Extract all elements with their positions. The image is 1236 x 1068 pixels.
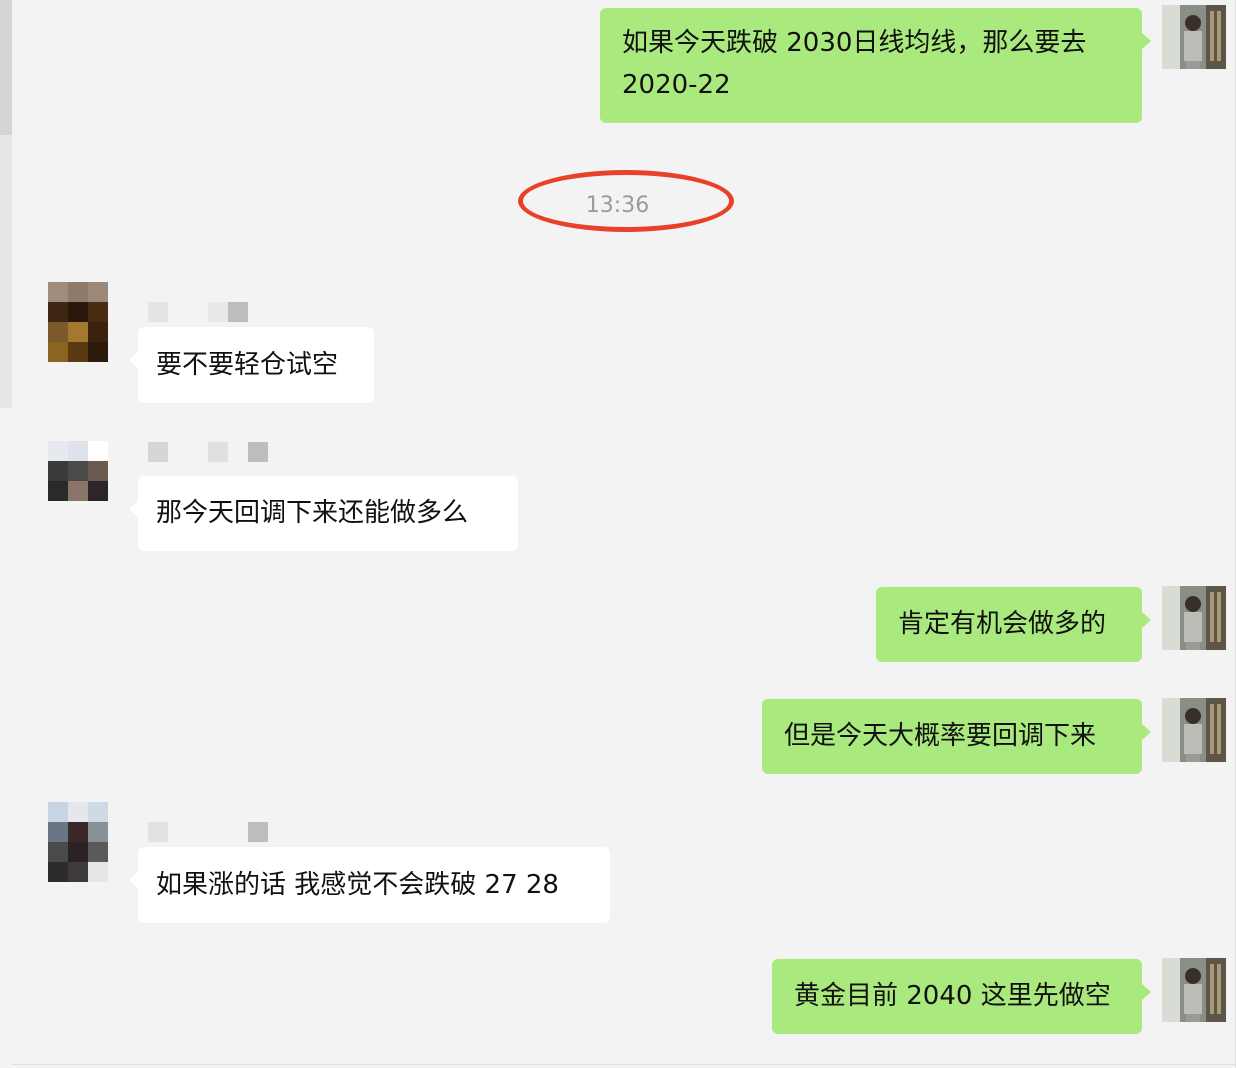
contact-avatar-blurred[interactable] [48,441,108,501]
message-text-line: 如果今天跌破 2030日线均线，那么要去 [622,28,1087,58]
contact-avatar-blurred[interactable] [48,802,108,882]
highlight-ellipse [518,170,734,232]
contact-avatar-blurred[interactable] [48,282,108,362]
message-text: 如果涨的话 我感觉不会跌破 27 28 [156,870,559,900]
message-text: 要不要轻仓试空 [156,350,339,380]
message-bubble-received[interactable]: 如果涨的话 我感觉不会跌破 27 28 [129,847,610,923]
my-avatar[interactable] [1162,586,1226,650]
message-bubble-received[interactable]: 那今天回调下来还能做多么 [129,476,518,551]
scrollbar-thumb[interactable] [0,0,12,135]
contact-name-blurred [148,302,278,322]
message-text: 但是今天大概率要回调下来 [784,721,1097,751]
message-bubble-sent[interactable]: 如果今天跌破 2030日线均线，那么要去 2020-22 [600,8,1151,123]
my-avatar[interactable] [1162,698,1226,762]
message-text: 肯定有机会做多的 [898,609,1107,639]
message-text-line: 2020-22 [622,70,731,100]
message-text: 黄金目前 2040 这里先做空 [794,981,1111,1011]
divider [12,1064,1235,1065]
my-avatar[interactable] [1162,958,1226,1022]
message-bubble-sent[interactable]: 肯定有机会做多的 [876,587,1151,662]
message-text: 那今天回调下来还能做多么 [156,498,469,528]
contact-name-blurred [148,442,278,462]
scrollbar-track[interactable] [0,0,12,408]
message-bubble-received[interactable]: 要不要轻仓试空 [129,327,374,403]
message-bubble-sent[interactable]: 黄金目前 2040 这里先做空 [772,959,1151,1034]
my-avatar[interactable] [1162,5,1226,69]
message-bubble-sent[interactable]: 但是今天大概率要回调下来 [762,699,1151,774]
contact-name-blurred [148,822,278,842]
